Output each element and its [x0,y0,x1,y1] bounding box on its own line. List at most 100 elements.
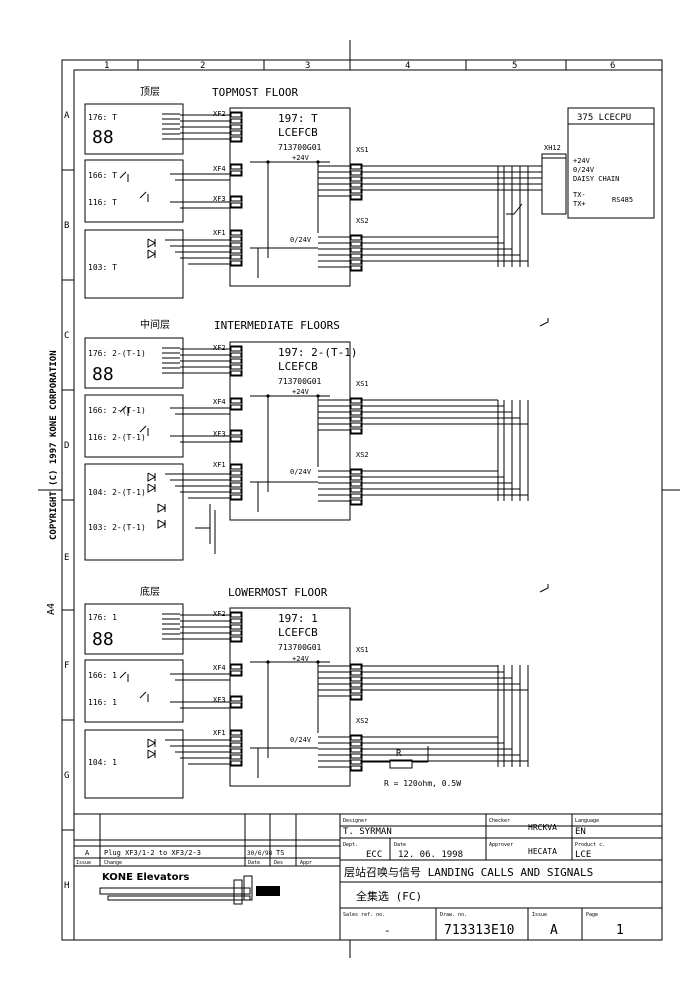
lbl-dept: Dept. [343,842,358,848]
rev-by: TS [276,849,284,857]
break-mark [539,318,549,327]
col-label: 4 [405,61,410,71]
connector-pin [230,230,242,236]
top-display-box [84,103,184,155]
hdr-change: Change [104,860,122,866]
xs2-connector [349,734,363,772]
up-switch-icon [119,671,127,679]
drawing-title: 层站召唤与信号 LANDING CALLS AND SIGNALS [344,865,593,879]
down-switch-icon [139,691,147,699]
intermediate-floors-section: 中间层 INTERMEDIATE FLOORS 176: 2-(T-1) 88 … [84,318,369,561]
connector-pin [350,741,362,747]
lbl-designer: Designer [343,818,367,824]
resistor-symbol [389,759,413,769]
connector-pin [230,236,242,242]
top-button-box [84,159,184,223]
xf4-connector [229,163,243,177]
connector-pin [230,430,242,436]
top-board-name: LCEFCB [278,126,318,139]
connector-pin [230,760,242,766]
connector-pin [350,499,362,505]
row-label: F [64,661,69,671]
connector-pin [230,742,242,748]
row-label: G [64,771,69,781]
connector-pin [230,170,242,176]
connector-pin [350,188,362,194]
rev-change: Plug XF3/1-2 to XF3/2-3 [104,849,201,857]
connector-pin [230,664,242,670]
connector-pin [350,475,362,481]
down-switch-icon [139,191,147,199]
col-label: 3 [305,61,310,71]
col-label: 6 [610,61,615,71]
connector-pin [230,696,242,702]
row-label: E [64,553,69,563]
connector-pin [350,170,362,176]
connector-pin [350,259,362,265]
top-board-part: 713700G01 [278,143,322,152]
wiring-layer [119,111,566,778]
low-board-id: 197: 1 [278,612,318,625]
col-label: 5 [512,61,517,71]
connector-pin [230,476,242,482]
low-display-box [84,603,184,655]
cpu-sig-24v: +24V [573,157,591,165]
mid-xs1-label: XS1 [356,380,369,388]
page-number: 1 [616,923,624,938]
row-label: C [64,331,69,341]
col-label: 1 [104,61,109,71]
xf1-connector [229,463,243,501]
low-down-label: 116: 1 [88,698,117,707]
low-board-name: LCEFCB [278,626,318,639]
connector-pin [230,364,242,370]
connector-pin [230,730,242,736]
connector-pin [230,254,242,260]
connector-pin [350,753,362,759]
connector-pin [350,469,362,475]
connector-pin [350,164,362,170]
xf3-connector [229,429,243,443]
connector-pin [350,398,362,404]
low-lamp-box [84,729,184,799]
connector-pin [230,346,242,352]
break-mark [506,203,523,215]
top-7seg-icon: 88 [92,127,114,148]
low-xf3-label: XF3 [213,696,226,704]
copyright-text: COPYRIGHT (C) 1997 KONE CORPORATION [49,350,59,540]
low-button-box [84,659,184,723]
up-switch-icon [119,405,127,413]
connector-pin [350,235,362,241]
connector-pin [350,493,362,499]
low-display-label: 176: 1 [88,613,117,622]
connector-pin [350,676,362,682]
top-up-label: 166: T [88,171,117,180]
connector-pin [350,664,362,670]
lbl-issue: Issue [532,912,547,918]
xf1-connector [229,729,243,767]
connector-pin [230,130,242,136]
hdr-appr: Appr [300,860,312,866]
date: 12. 06. 1998 [398,850,463,860]
xf4-connector [229,663,243,677]
top-0-24v-label: 0/24V [290,236,312,244]
connector-pin [230,124,242,130]
up-switch-icon [119,171,127,179]
lbl-language: Language [575,818,599,824]
lbl-approver: Approver [489,842,513,848]
hdr-issue: Issue [76,860,91,866]
row-label: H [64,881,69,891]
lowermost-floor-section: 底层 LOWERMOST FLOOR 176: 1 88 166: 1 116:… [84,585,461,799]
connector-pin [350,247,362,253]
connector-pin [230,202,242,208]
lamp-down-led-icon [147,749,157,759]
connector-pin [230,618,242,624]
lbl-sales: Sales ref. no. [343,912,385,918]
cpu-sig-0-24v: 0/24V [573,166,595,174]
connector-pin [350,759,362,765]
connector-pin [350,194,362,200]
connector-pin [230,630,242,636]
rev-issue: A [85,849,90,857]
connector-pin [350,253,362,259]
connector-pin [230,488,242,494]
mid-xf3-label: XF3 [213,430,226,438]
